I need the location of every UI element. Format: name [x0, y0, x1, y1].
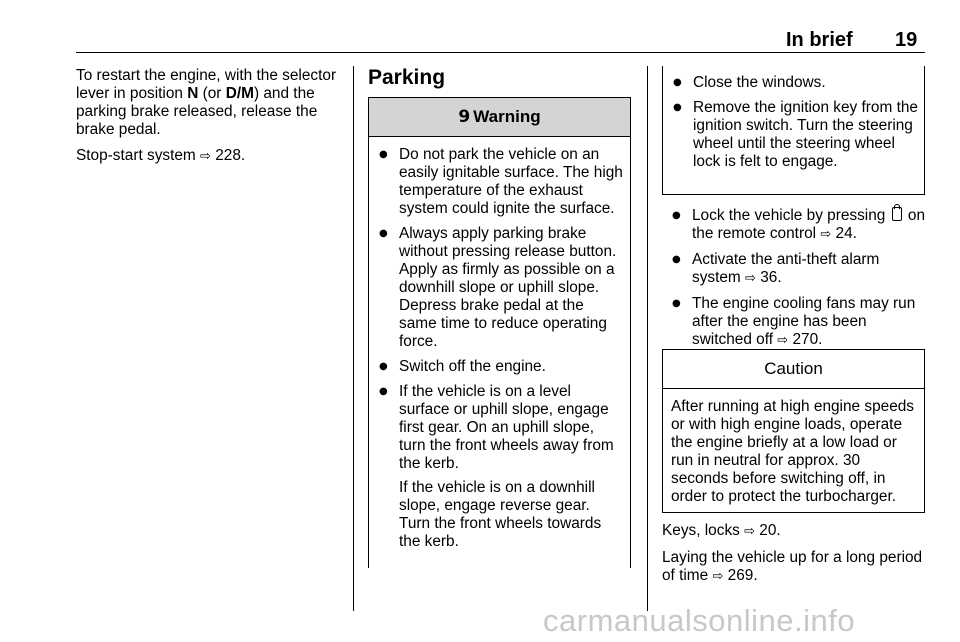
arrow-icon: ⇨	[777, 333, 789, 348]
watermark: carmanualsonline.info	[543, 603, 856, 638]
restart-text: To restart the engine, with the selector…	[76, 67, 337, 102]
caution-box: Caution After running at high engine spe…	[662, 349, 925, 513]
column-1: To restart the engine, with the selector…	[76, 67, 338, 174]
list-item: Activate the anti-theft alarm system ⇨ 3…	[668, 251, 928, 288]
running-header: In brief	[786, 29, 853, 51]
warning-heading: Warning	[473, 107, 541, 126]
page-ref[interactable]: 228.	[215, 147, 246, 164]
caution-header: Caution	[663, 350, 924, 389]
restart-paragraph: To restart the engine, with the selector…	[76, 67, 338, 139]
list-item-text: The engine cooling fans may run after th…	[692, 295, 916, 348]
parking-steps-list: Close the windows. Remove the ignition k…	[663, 66, 924, 171]
warning-list: Do not park the vehicle on an easily ign…	[369, 137, 630, 551]
list-item: The engine cooling fans may run after th…	[668, 295, 928, 350]
list-item-text: Lock the vehicle by pressing	[692, 207, 890, 224]
list-item-text: Do not park the vehicle on an easily ign…	[399, 146, 623, 217]
list-item: Switch off the engine.	[375, 358, 624, 376]
caution-heading: Caution	[764, 359, 823, 378]
page-ref[interactable]: 20.	[759, 522, 781, 539]
keys-reference: Keys, locks ⇨ 20.	[662, 522, 928, 541]
list-item-subtext: If the vehicle is on a downhill slope, e…	[399, 479, 602, 550]
list-item-text: Remove the ignition key from the ignitio…	[693, 99, 918, 170]
warning-icon: 9	[458, 107, 471, 127]
list-item: Remove the ignition key from the ignitio…	[669, 99, 918, 171]
list-item-text: Switch off the engine.	[399, 358, 546, 375]
page-ref[interactable]: 24.	[835, 225, 857, 242]
parking-extra-list: Lock the vehicle by pressing on the remo…	[662, 204, 928, 350]
page-ref[interactable]: 36.	[760, 269, 782, 286]
header-rule	[76, 52, 925, 53]
section-title: Parking	[368, 66, 446, 89]
list-item: Always apply parking brake without press…	[375, 225, 624, 351]
list-item-text: Close the windows.	[693, 74, 826, 91]
column-3-footer: Keys, locks ⇨ 20. Laying the vehicle up …	[662, 522, 928, 594]
restart-text-2: (or	[198, 85, 226, 102]
column-divider-right	[647, 66, 648, 611]
stop-start-reference: Stop-start system ⇨ 228.	[76, 147, 338, 166]
arrow-icon: ⇨	[820, 227, 832, 242]
list-item: Lock the vehicle by pressing on the remo…	[668, 204, 928, 244]
list-item: Close the windows.	[669, 74, 918, 92]
list-item-text: Always apply parking brake without press…	[399, 225, 617, 350]
page-ref[interactable]: 269.	[727, 567, 758, 584]
lock-icon	[891, 204, 902, 221]
parking-steps-box: Close the windows. Remove the ignition k…	[662, 66, 925, 195]
gear-dm: D/M	[225, 85, 254, 102]
list-item-text-2: on the remote control	[692, 207, 926, 242]
arrow-icon: ⇨	[744, 524, 756, 539]
list-item-text: If the vehicle is on a level surface or …	[399, 383, 614, 472]
arrow-icon: ⇨	[200, 149, 211, 164]
column-divider-left	[353, 66, 354, 611]
list-item: If the vehicle is on a level surface or …	[375, 383, 624, 551]
laying-text: Laying the vehicle up for a long period …	[662, 549, 923, 584]
column-3-list: Lock the vehicle by pressing on the remo…	[662, 204, 928, 357]
laying-up-reference: Laying the vehicle up for a long period …	[662, 549, 928, 586]
page-ref[interactable]: 270.	[792, 331, 823, 348]
list-item: Do not park the vehicle on an easily ign…	[375, 146, 624, 218]
list-item-text: Activate the anti-theft alarm system	[692, 251, 880, 286]
restart-text-3: ) and the parking brake released, releas…	[76, 85, 318, 138]
page-number: 19	[895, 29, 918, 51]
caution-body: After running at high engine speeds or w…	[671, 398, 915, 505]
stop-start-text: Stop-start system	[76, 147, 201, 164]
gear-n: N	[187, 85, 199, 102]
arrow-icon: ⇨	[745, 271, 756, 286]
arrow-icon: ⇨	[712, 569, 724, 584]
keys-text: Keys, locks	[662, 522, 745, 539]
